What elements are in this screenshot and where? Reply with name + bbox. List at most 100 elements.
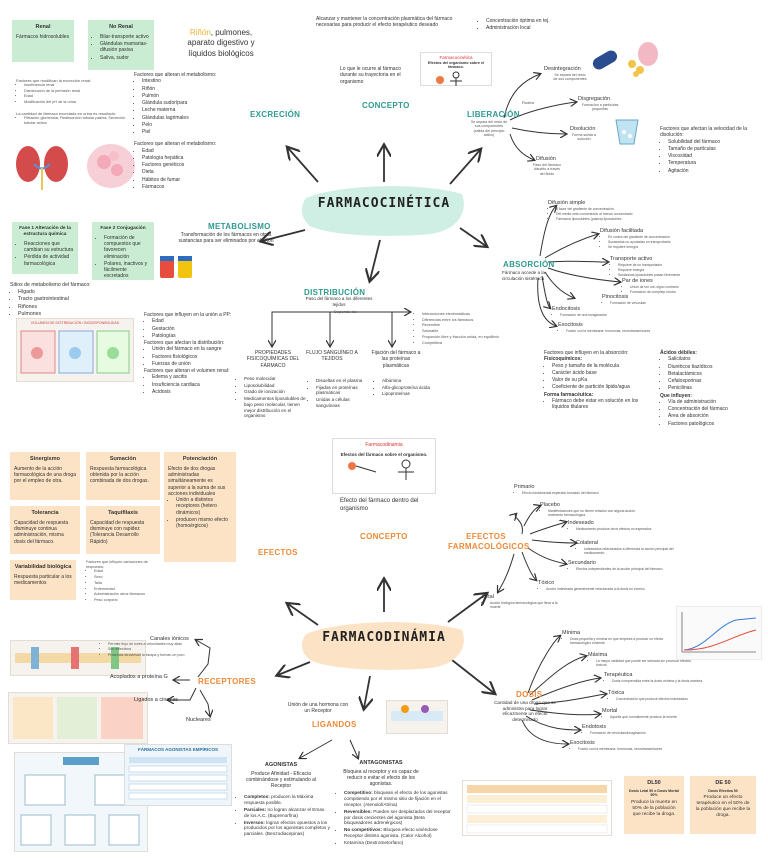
interaction-item: Proporción libre y fracción unida, en eq…: [422, 335, 524, 340]
receptor-figure-2-graphic: [13, 697, 143, 739]
title-brush-top: [301, 186, 464, 236]
mech-name: Difusión simple: [548, 200, 586, 206]
dissolution-factors: Factores que afectan la velocidad de la …: [660, 126, 760, 175]
excretion-factor: Intestino: [142, 78, 244, 84]
metabolism-factor: Factores genéticos: [142, 162, 244, 168]
potenciacion-item: Unión a distintos receptores (hetero din…: [176, 497, 232, 516]
renal-text: Fármacos hidrosolubles: [16, 33, 70, 40]
concepto-top-title: CONCEPTO: [362, 101, 410, 110]
mech-pinocitosis: Pinocitosis Formación de vesículas: [576, 294, 676, 306]
no-renal-title: No Renal: [109, 24, 133, 30]
site-item: Riñones: [18, 304, 120, 311]
col2-item: Unidas a células sanguíneas: [316, 397, 368, 408]
agonist-item: Parciales: no logran alcanzar el Emax. d…: [244, 807, 332, 819]
mech-desc: Requiere de un transportador: [618, 263, 720, 267]
acid-item: Salicilatos: [668, 356, 760, 362]
antagonist-item-bold: Reversibles:: [344, 808, 372, 814]
mech-name: Exocitosis: [558, 322, 583, 328]
concept-bullet: Concentración óptima en tej.: [486, 18, 588, 24]
agonist-item-bold: Parciales:: [244, 806, 267, 812]
dissolution-factor: Solubilidad del fármaco: [668, 139, 760, 145]
variability-item: Administración otros fármacos: [94, 592, 160, 597]
ligand-figure: [386, 700, 448, 734]
interaction-item: Reversible: [422, 323, 524, 328]
mech-desc: En contra del gradiente de concentración: [608, 235, 710, 239]
agonist-item-text: no logran alcanzar el Emax. de los A.C. …: [244, 806, 326, 818]
effect-desc: Acción biológica farmacológica que lleva…: [490, 601, 562, 610]
depends-label: Depende de:: [334, 309, 357, 314]
receptor-type: Canales iónicos: [150, 636, 189, 642]
de50-box: DE 50 Dosis Efectiva 50 Produce un efect…: [690, 776, 756, 834]
excretion-factor: Pelo: [142, 122, 244, 128]
excretion-factors: Factores que alteran el metabolismo: Int…: [134, 72, 244, 191]
kidney-illustration: [16, 146, 68, 190]
rinon-rest: , pulmones, aparato digestivo y líquidos…: [187, 28, 255, 58]
disolucion-desc: Forma solida a solución: [572, 133, 596, 142]
phase1-box: Fase 1 Alteración de la estructura quími…: [12, 222, 78, 274]
mech-desc: Sustancias liposolubles pasan libremente: [618, 273, 720, 277]
distribution-diagram: VOLUMEN DE DISTRIBUCIÓN / BIODISPONIBILI…: [16, 318, 134, 382]
antagonist-item: Ketamina (Dextrometorfano): [344, 840, 454, 846]
antagonist-item: Competitivo: bloquean el efecto de los a…: [344, 790, 454, 808]
pills-illustration: [592, 42, 658, 77]
dose-name: Terapéutica: [604, 672, 633, 678]
effect-name: Indeseado: [568, 520, 594, 526]
effect-name: Colateral: [576, 540, 599, 546]
card-caption: Efectos del organismo sobre el fármaco.: [427, 60, 485, 70]
metabolism-factor: Edad: [142, 148, 244, 154]
site-item: Tracto gastrointestinal: [18, 296, 120, 303]
effect-desc: Indeseados relacionados a diferencia la …: [584, 547, 686, 556]
ionic-notes: Permite flujo de iones a velocidades muy…: [100, 642, 210, 658]
agonist-item-text: producen la Máxima respuesta posible.: [244, 794, 314, 805]
union-factors-title: Factores que influyen en la unión a PP:: [144, 312, 232, 318]
card-caption: Efectos del fármaco sobre el organismo.: [340, 452, 428, 458]
concepto-bottom-title: CONCEPTO: [360, 532, 408, 541]
agonist-item-text: logran efectos opuestos a los producidos…: [244, 819, 330, 837]
antagonist-item-bold: No competitivos:: [344, 827, 383, 833]
influyen-item: Vía de administración: [668, 399, 760, 405]
no-renal-item: Glándulas mamarias-difusión pasiva: [100, 41, 150, 54]
card-title: Potenciación: [182, 456, 218, 462]
ionic-note: Proteínas atraviesan la bicapa y forman …: [108, 653, 210, 657]
card-title: Taquifilaxis: [108, 510, 138, 516]
col1-list: Peso molecular Liposolubilidad Grado de …: [236, 376, 308, 420]
metabolismo-desc: Transformación de los fármacos en otras …: [178, 232, 274, 245]
form-title: Forma farmacéutica:: [544, 391, 594, 398]
dose-terapeutica: Terapéutica Dosis comprendida entre la d…: [604, 672, 734, 684]
volume-item: Insuficiencia cardiaca: [152, 382, 258, 388]
antagonist-item: No competitivos: Bloquea efecto uniéndos…: [344, 827, 454, 839]
antagonist-item-text: bloquean el efecto de los agonistas comp…: [344, 790, 448, 807]
union-factor: Patologías: [152, 333, 258, 339]
metabolismo-title: METABOLISMO: [208, 222, 271, 231]
concept-top-text: Alcanzar y mantener la concentración pla…: [316, 16, 453, 29]
agonistas-block: AGONISTAS Produce Afinidad - Eficacia co…: [238, 762, 324, 790]
col1-item: Liposolubilidad: [244, 383, 308, 389]
physchem-item: Peso y tamaño de la molécula: [552, 363, 656, 369]
antagonist-item-text: Bloquea efecto uniéndose Receptor distin…: [344, 827, 438, 839]
col2-list: Disueltas en el plasma Fijadas en proteí…: [308, 378, 368, 410]
no-renal-list: Bilar-transporte activo Glándulas mamari…: [92, 34, 150, 61]
absorcion-desc: Fármaco accede a la circulación sistémic…: [502, 270, 545, 281]
mech-difusion-simple: Difusión simple A favor del gradiente de…: [548, 200, 668, 223]
variability-item: Peso corporal: [94, 598, 160, 603]
phase2-item: Polares, inactivos y fácilmente excretad…: [104, 261, 150, 280]
renal-process-item: Filtración glomerular, Reabsorción tubul…: [24, 116, 136, 125]
effect-primario: Primario Efecto fundamental esperado bus…: [514, 484, 604, 496]
dose-name: Máxima: [588, 652, 608, 658]
ligand-figure-graphic: [391, 705, 443, 721]
dose-minima: Mínima Dosis pequeña y mínima en que emp…: [562, 630, 672, 646]
dose-table-figure-graphic: [466, 785, 608, 834]
card-text: Capacidad de respuesta disminuye continu…: [14, 519, 69, 545]
metabolism-factor: Patología hepática: [142, 155, 244, 161]
renal-process-note: La cantidad de fármaco excretada en orin…: [16, 110, 117, 116]
effect-desc: Medicamento produce otros efectos no esp…: [576, 527, 678, 531]
difusion-label: Difusión: [536, 156, 556, 162]
excretion-factor: Pulmón: [142, 93, 244, 99]
efectos-farm-title: EFECTOS FARMACOLÓGICOS: [448, 532, 530, 551]
agonistas-title: AGONISTAS: [264, 762, 298, 768]
influyen-item: Área de absorción: [668, 413, 760, 419]
rinon-word: Riñón: [189, 28, 211, 37]
de50-sub: Dosis Efectiva 50: [708, 788, 738, 793]
union-altered: Fuerzas de unión: [152, 361, 258, 367]
mech-desc: A favor del gradiente de concentración: [556, 207, 668, 211]
